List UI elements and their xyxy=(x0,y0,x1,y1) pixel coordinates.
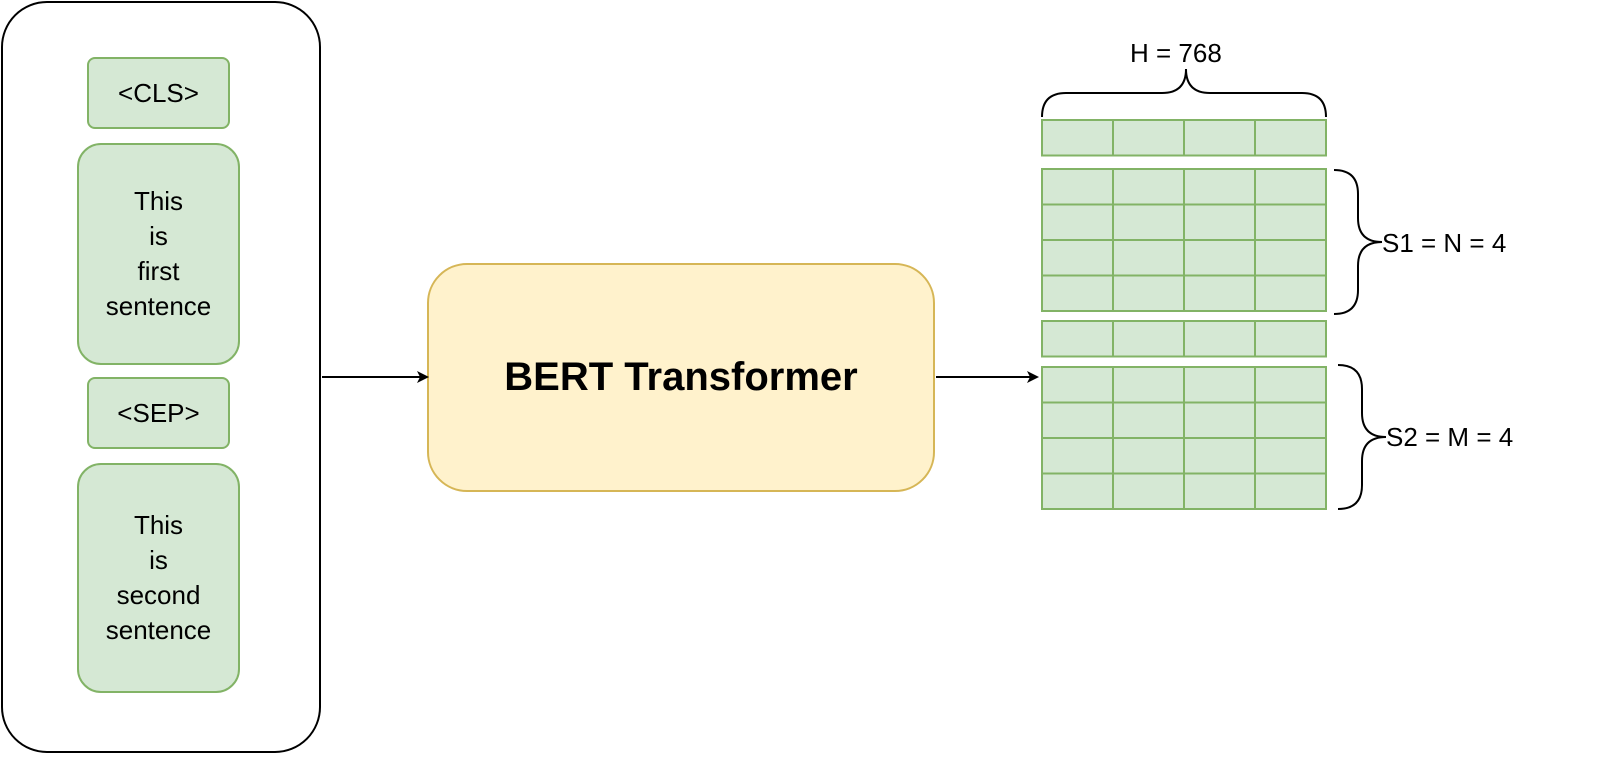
sentence2-token-block: This is second sentence xyxy=(77,463,240,693)
sentence1-words: This is first sentence xyxy=(106,184,212,324)
sentence1-embedding-cell xyxy=(1183,168,1256,206)
sentence1-embedding-cell xyxy=(1041,274,1114,312)
sentence1-embedding-cell xyxy=(1041,239,1114,277)
hidden-size-label: H = 768 xyxy=(1130,38,1222,68)
sentence2-word: second xyxy=(116,580,201,610)
s1-length-brace xyxy=(1333,169,1383,315)
s2-length-brace xyxy=(1337,364,1387,510)
sentence2-embedding-cell xyxy=(1041,472,1114,510)
sentence1-embedding-cell xyxy=(1254,203,1327,241)
sentence1-word: first xyxy=(137,256,180,286)
sentence2-embedding-cell xyxy=(1254,437,1327,475)
hidden-size-brace xyxy=(1041,68,1327,118)
sentence1-embedding-cell xyxy=(1183,239,1256,277)
sep-embedding-cell xyxy=(1254,320,1327,358)
sentence2-embedding-cell xyxy=(1183,437,1256,475)
cls-token-label: <CLS> xyxy=(118,77,199,108)
cls-embedding-cell xyxy=(1254,119,1327,157)
sentence2-word: is xyxy=(149,545,168,575)
sentence1-embedding-cell xyxy=(1112,168,1185,206)
cls-embedding-cell xyxy=(1112,119,1185,157)
s1-length-label: S1 = N = 4 xyxy=(1382,228,1507,258)
sentence1-embedding-cell xyxy=(1183,274,1256,312)
sep-embedding-row xyxy=(1041,320,1327,358)
cls-embedding-cell xyxy=(1041,119,1114,157)
sentence2-embedding-cell xyxy=(1112,366,1185,404)
sentence1-embedding-cell xyxy=(1041,203,1114,241)
sentence2-word: This xyxy=(133,510,184,540)
sep-embedding-cell xyxy=(1183,320,1256,358)
cls-embedding-row xyxy=(1041,119,1327,157)
sep-token-label: <SEP> xyxy=(117,397,200,428)
sentence1-embedding-cell xyxy=(1112,274,1185,312)
sentence2-embedding-cell xyxy=(1183,366,1256,404)
sentence1-embedding-cell xyxy=(1254,239,1327,277)
sentence2-embedding-cell xyxy=(1041,401,1114,439)
sentence1-word: sentence xyxy=(105,291,212,321)
sentence1-embedding-cell xyxy=(1041,168,1114,206)
sentence2-embedding-cell xyxy=(1112,401,1185,439)
sentence1-embedding-grid xyxy=(1041,168,1327,312)
sentence1-embedding-cell xyxy=(1112,239,1185,277)
sep-embedding-cell xyxy=(1041,320,1114,358)
sep-token: <SEP> xyxy=(87,377,230,449)
sentence1-token-block: This is first sentence xyxy=(77,143,240,365)
sentence1-embedding-cell xyxy=(1254,274,1327,312)
sentence2-words: This is second sentence xyxy=(106,508,212,648)
sentence2-embedding-cell xyxy=(1254,401,1327,439)
sentence2-embedding-cell xyxy=(1041,366,1114,404)
sentence1-word: This xyxy=(133,186,184,216)
sentence2-embedding-cell xyxy=(1254,366,1327,404)
sentence2-embedding-cell xyxy=(1183,401,1256,439)
sentence1-embedding-cell xyxy=(1112,203,1185,241)
sentence2-embedding-cell xyxy=(1112,472,1185,510)
bert-transformer-label: BERT Transformer xyxy=(504,355,858,399)
cls-embedding-cell xyxy=(1183,119,1256,157)
sentence2-embedding-cell xyxy=(1254,472,1327,510)
sentence2-word: sentence xyxy=(105,615,212,645)
sentence1-embedding-cell xyxy=(1183,203,1256,241)
bert-transformer-box: BERT Transformer xyxy=(427,263,935,492)
sentence2-embedding-cell xyxy=(1183,472,1256,510)
cls-token: <CLS> xyxy=(87,57,230,129)
sentence2-embedding-cell xyxy=(1041,437,1114,475)
sentence1-embedding-cell xyxy=(1254,168,1327,206)
s2-length-label: S2 = M = 4 xyxy=(1386,422,1514,452)
sentence2-embedding-cell xyxy=(1112,437,1185,475)
sentence1-word: is xyxy=(149,221,168,251)
sep-embedding-cell xyxy=(1112,320,1185,358)
sentence2-embedding-grid xyxy=(1041,366,1327,510)
